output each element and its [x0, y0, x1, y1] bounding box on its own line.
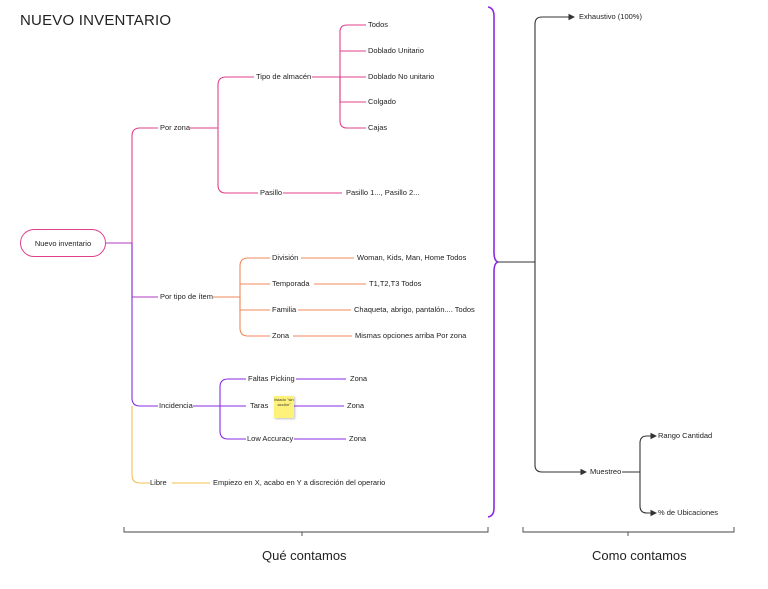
- node-taras-value[interactable]: Zona: [347, 401, 365, 410]
- page-title: NUEVO INVENTARIO: [20, 12, 172, 29]
- node-familia[interactable]: Familia: [272, 305, 297, 314]
- node-zona-value[interactable]: Mismas opciones arriba Por zona: [355, 331, 467, 340]
- node-pasillo-value[interactable]: Pasillo 1..., Pasillo 2...: [346, 188, 420, 197]
- node-por-tipo-item[interactable]: Por tipo de ítem: [160, 292, 213, 301]
- node-almacen-todos[interactable]: Todos: [368, 20, 389, 29]
- node-temporada-value[interactable]: T1,T2,T3 Todos: [369, 279, 422, 288]
- que-contamos-label: Qué contamos: [262, 548, 347, 563]
- node-low-value[interactable]: Zona: [349, 434, 367, 443]
- node-low-accuracy[interactable]: Low Accuracy: [247, 434, 294, 443]
- node-incidencia[interactable]: Incidencia: [159, 401, 193, 410]
- node-almacen-doblado-no-unitario[interactable]: Doblado No unitario: [368, 72, 435, 81]
- sticky-note[interactable]: listado "sin acción": [274, 396, 294, 418]
- node-faltas-value[interactable]: Zona: [350, 374, 368, 383]
- root-node[interactable]: Nuevo inventario: [20, 229, 106, 257]
- node-taras[interactable]: Taras: [250, 401, 269, 410]
- node-familia-value[interactable]: Chaqueta, abrigo, pantalón.... Todos: [354, 305, 475, 314]
- node-libre-value[interactable]: Empiezo en X, acabo en Y a discreción de…: [213, 478, 386, 487]
- node-libre[interactable]: Libre: [150, 478, 167, 487]
- node-division-value[interactable]: Woman, Kids, Man, Home Todos: [357, 253, 467, 262]
- node-almacen-cajas[interactable]: Cajas: [368, 123, 388, 132]
- node-faltas-picking[interactable]: Faltas Picking: [248, 374, 295, 383]
- node-muestreo[interactable]: Muestreo: [590, 467, 622, 476]
- node-exhaustivo[interactable]: Exhaustivo (100%): [579, 12, 642, 21]
- node-pasillo[interactable]: Pasillo: [260, 188, 283, 197]
- node-division[interactable]: División: [272, 253, 299, 262]
- node-por-zona[interactable]: Por zona: [160, 123, 191, 132]
- node-temporada[interactable]: Temporada: [272, 279, 310, 288]
- como-contamos-label: Como contamos: [592, 548, 687, 563]
- node-zona[interactable]: Zona: [272, 331, 290, 340]
- node-ubicaciones[interactable]: % de Ubicaciones: [658, 508, 719, 517]
- node-tipo-almacen[interactable]: Tipo de almacén: [256, 72, 312, 81]
- node-almacen-doblado-unitario[interactable]: Doblado Unitario: [368, 46, 424, 55]
- node-rango-cantidad[interactable]: Rango Cantidad: [658, 431, 713, 440]
- node-almacen-colgado[interactable]: Colgado: [368, 97, 396, 106]
